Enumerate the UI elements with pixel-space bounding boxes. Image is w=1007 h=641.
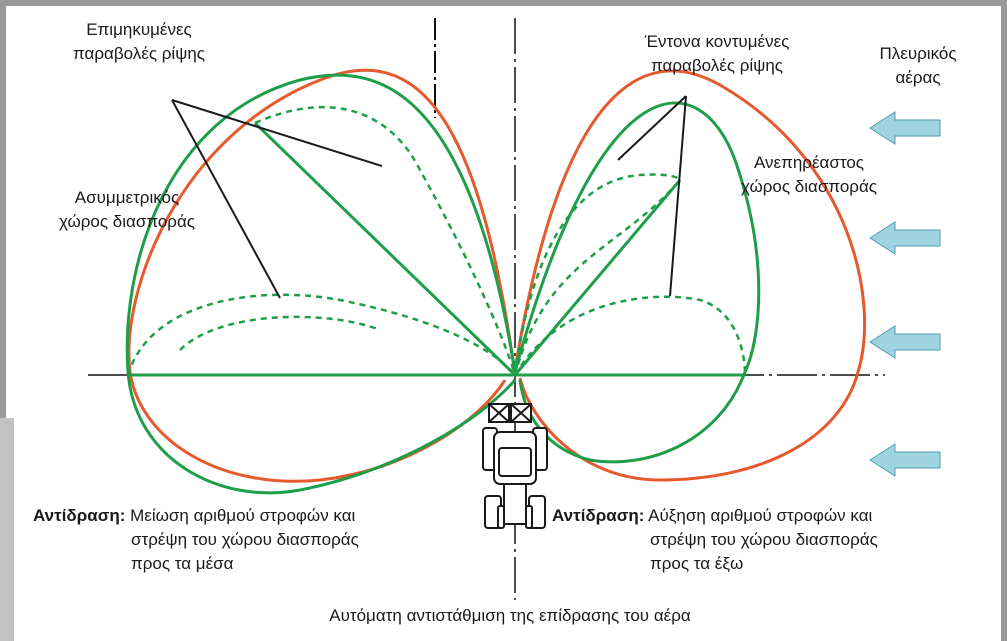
asymmetric-line2: χώρος διασποράς bbox=[59, 212, 195, 231]
parabola-left-low bbox=[126, 293, 516, 376]
wind-arrows bbox=[869, 111, 941, 477]
unaffected-line1: Ανεπηρέαστος bbox=[754, 153, 864, 172]
leader-lines bbox=[171, 95, 687, 299]
reaction-right-bold: Αντίδραση: bbox=[552, 506, 645, 525]
reaction-left-bold: Αντίδραση: bbox=[33, 506, 126, 525]
reaction-left-line1: Μείωση αριθμού στροφών και bbox=[130, 506, 356, 525]
spread-line bbox=[513, 179, 682, 376]
leader-elongated-1 bbox=[171, 99, 383, 167]
leader-shortened-2 bbox=[669, 95, 687, 297]
asymmetric-line1: Ασυμμετρικός bbox=[74, 188, 180, 207]
reaction-right-line3: προς τα έξω bbox=[650, 554, 744, 573]
throw-parabolas bbox=[126, 105, 747, 376]
caption: Αυτόματη αντιστάθμιση της επίδρασης του … bbox=[329, 606, 691, 625]
label-elongated-parabolas: Επιμηκυμένες παραβολές ρίψης bbox=[44, 18, 234, 66]
reaction-left-line2: στρέψη του χώρου διασποράς bbox=[131, 530, 359, 549]
leader-elongated-2 bbox=[171, 99, 281, 299]
reaction-left-line3: προς τα μέσα bbox=[131, 554, 234, 573]
frame-border-left bbox=[0, 0, 6, 418]
spread-line bbox=[253, 121, 517, 377]
label-asymmetric-spread: Ασυμμετρικός χώρος διασποράς bbox=[42, 186, 212, 234]
unaffected-line2: χώρος διασποράς bbox=[741, 177, 877, 196]
parabola-right-mid bbox=[513, 179, 681, 376]
reaction-right-line2: στρέψη του χώρου διασποράς bbox=[650, 530, 878, 549]
left-arrow-icon bbox=[869, 111, 941, 145]
left-arrow-icon bbox=[869, 221, 941, 255]
label-side-wind: Πλευρικός αέρας bbox=[853, 42, 983, 90]
left-arrow-icon bbox=[869, 325, 941, 359]
sidewind-line1: Πλευρικός bbox=[879, 44, 957, 63]
reaction-right: Αντίδραση: Αύξηση αριθμού στροφών και στ… bbox=[552, 504, 878, 576]
left-arrow-icon bbox=[869, 443, 941, 477]
label-unaffected-spread: Ανεπηρέαστος χώρος διασποράς bbox=[720, 151, 898, 199]
frame-border-top bbox=[0, 0, 1007, 6]
elongated-line2: παραβολές ρίψης bbox=[73, 44, 205, 63]
frame-border-left-lower bbox=[0, 418, 14, 641]
parabola-left-inner bbox=[179, 315, 381, 351]
asymmetric-spread-curve-right bbox=[513, 101, 761, 464]
asymmetric-spread-curve bbox=[125, 73, 517, 495]
sidewind-line2: αέρας bbox=[895, 68, 941, 87]
parabola-right-high bbox=[513, 173, 682, 376]
shortened-line1: Έντονα κοντυμένες bbox=[644, 32, 790, 51]
label-shortened-parabolas: Έντονα κοντυμένες παραβολές ρίψης bbox=[612, 30, 822, 78]
unaffected-spread-curve-left bbox=[127, 68, 517, 483]
elongated-line1: Επιμηκυμένες bbox=[86, 20, 192, 39]
parabola-left-high bbox=[254, 105, 517, 376]
reaction-left: Αντίδραση: Μείωση αριθμού στροφών και στ… bbox=[33, 504, 359, 576]
frame-border-right bbox=[1001, 0, 1007, 641]
reaction-right-line1: Αύξηση αριθμού στροφών και bbox=[648, 506, 873, 525]
tractor-icon bbox=[482, 403, 548, 529]
leader-shortened-1 bbox=[617, 95, 687, 161]
unaffected-spread-curve bbox=[513, 69, 867, 482]
shortened-line2: παραβολές ρίψης bbox=[651, 56, 783, 75]
